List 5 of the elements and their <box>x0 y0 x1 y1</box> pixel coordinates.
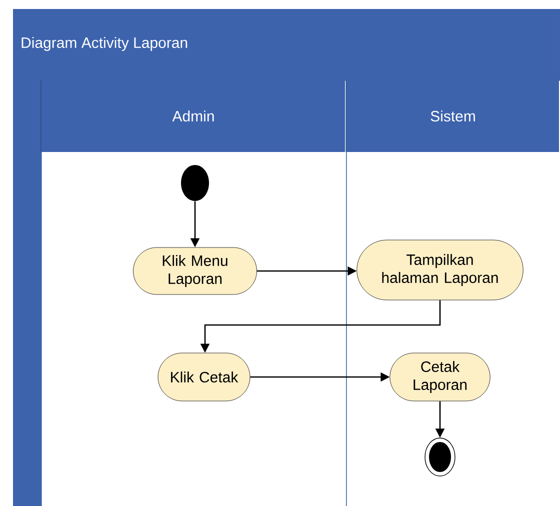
action-box: Tampilkan halaman Laporan <box>356 240 524 300</box>
start-node <box>181 165 209 201</box>
action-box: Klik Menu Laporan <box>133 247 257 295</box>
end-node <box>424 438 456 476</box>
action-box: Klik Cetak <box>158 352 250 402</box>
